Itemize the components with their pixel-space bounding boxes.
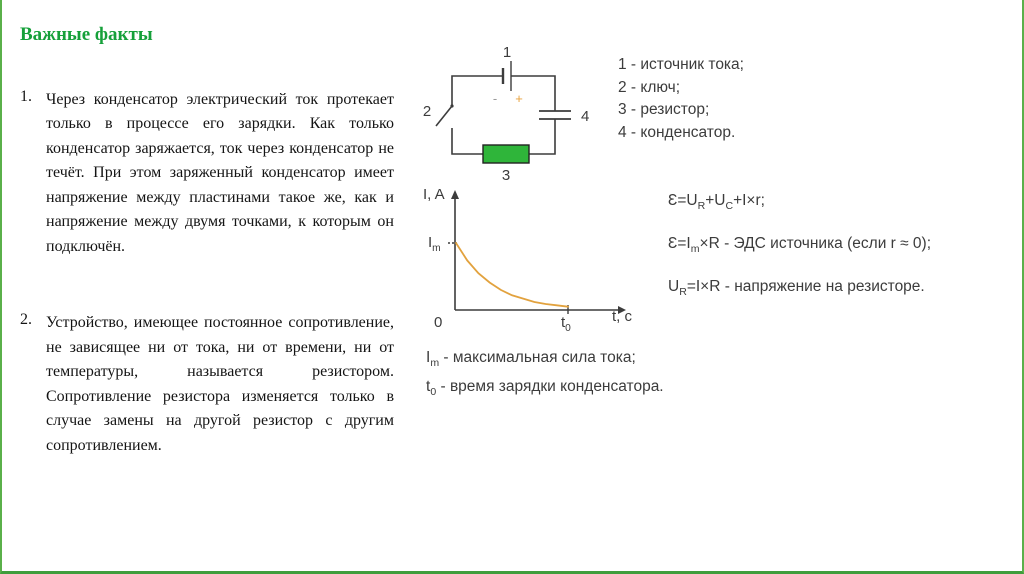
formulas-block: Ɛ=UR+UC+I×r; Ɛ=Im×R - ЭДС источника (есл… (668, 192, 931, 321)
fact-item-2: 2. Устройство, имеющее постоянное сопрот… (20, 311, 394, 458)
fact-text: Устройство, имеющее постоянное сопротивл… (46, 314, 394, 454)
current-time-chart: I, A Im 0 t0 t, c (415, 183, 650, 335)
fact-number: 1. (20, 88, 32, 105)
label-key: 2 (423, 103, 431, 120)
legend-item-key: 2 - ключ; (618, 78, 681, 96)
switch-contact (450, 104, 454, 108)
resistor-icon (482, 144, 530, 164)
chart-svg (448, 190, 626, 314)
page-title: Важные факты (20, 24, 153, 45)
label-capacitor: 4 (581, 108, 589, 125)
formula-resistor-voltage: UR=I×R - напряжение на резисторе. (668, 278, 925, 299)
chart-notes: Im - максимальная сила тока; t0 - время … (426, 346, 664, 404)
legend-item-source: 1 - источник тока; (618, 56, 744, 73)
wire (511, 75, 556, 111)
origin-label: 0 (434, 314, 443, 331)
x-axis-arrow (618, 306, 626, 314)
circuit-svg: 1 2 3 4 - + (423, 44, 590, 184)
circuit-legend: 1 - источник тока; 2 - ключ; 3 - резисто… (618, 54, 744, 144)
label-source: 1 (503, 46, 511, 61)
fact-item-1: 1. Через конденсатор электрический ток п… (20, 88, 394, 259)
note-charge-time: t0 - время зарядки конденсатора. (426, 378, 664, 399)
x-axis-label: t, c (612, 308, 633, 325)
circuit-diagram: 1 2 3 4 - + (417, 44, 627, 186)
facts-list: 1. Через конденсатор электрический ток п… (20, 88, 394, 510)
label-resistor: 3 (502, 167, 510, 184)
wire (451, 75, 503, 106)
y-axis-arrow (451, 190, 459, 199)
note-max-current: Im - максимальная сила тока; (426, 349, 636, 370)
current-curve (455, 242, 569, 308)
fact-number: 2. (20, 311, 32, 329)
y-max-label: Im (428, 234, 441, 254)
formula-emf-sum: Ɛ=UR+UC+I×r; (668, 192, 765, 213)
legend-item-resistor: 3 - резистор; (618, 101, 710, 118)
plus-sign: + (515, 91, 523, 106)
switch-icon (435, 105, 453, 127)
legend-item-capacitor: 4 - конденсатор. (618, 123, 736, 141)
y-axis-label: I, A (423, 186, 445, 203)
fact-text: Через конденсатор электрический ток прот… (46, 91, 394, 255)
x0-label: t0 (561, 314, 571, 334)
formula-emf-source: Ɛ=Im×R - ЭДС источника (если r ≈ 0); (668, 235, 932, 256)
minus-sign: - (493, 91, 497, 106)
